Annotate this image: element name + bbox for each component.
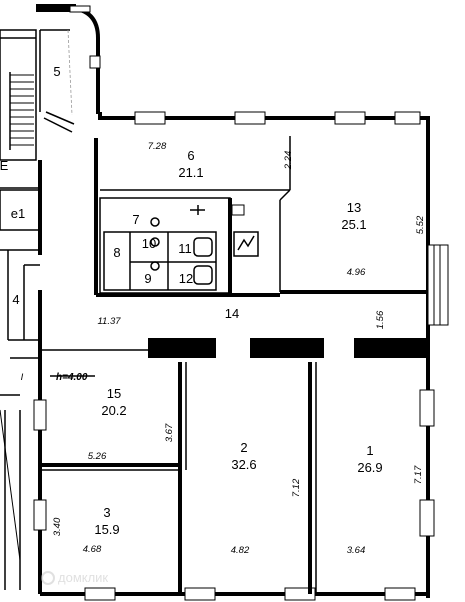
dim-3-67: 3.67: [164, 423, 175, 442]
interior-walls: [94, 136, 428, 297]
room-15-area: 20.2: [101, 403, 126, 418]
room-13-area: 25.1: [341, 217, 366, 232]
dim-7-28: 7.28: [148, 141, 167, 152]
room-14-number: 14: [225, 306, 239, 321]
room-4-number: 4: [12, 292, 19, 307]
exterior-walls: [33, 111, 449, 601]
west-rooms: [0, 160, 42, 590]
room-6-number: 6: [187, 148, 194, 163]
room-6-area: 21.1: [178, 165, 203, 180]
room-9-number: 9: [144, 271, 151, 286]
dim-4-68: 4.68: [83, 544, 102, 555]
room-2-number: 2: [240, 440, 247, 455]
room-5-number: 5: [53, 64, 60, 79]
room-3-area: 15.9: [94, 522, 119, 537]
dim-2-24: 2.24: [283, 151, 294, 171]
dim-4-82: 4.82: [231, 545, 250, 556]
dim-7-12: 7.12: [291, 478, 302, 497]
room-1-area: 26.9: [357, 460, 382, 475]
edge-label-e: E: [0, 158, 9, 173]
south-rooms: [40, 338, 428, 594]
dim-4-96: 4.96: [347, 267, 366, 278]
room-labels: 1 26.9 2 32.6 3 15.9 4 5 6 21.1 7 8 9 10…: [11, 64, 383, 537]
watermark: домклик: [41, 570, 108, 585]
north-wall: [36, 4, 101, 133]
dim-5-26: 5.26: [88, 451, 107, 462]
dim-3-40: 3.40: [52, 517, 63, 536]
room-2-area: 32.6: [231, 457, 256, 472]
room-13-number: 13: [347, 200, 361, 215]
watermark-logo-icon: [41, 571, 55, 585]
room-12-number: 12: [179, 271, 193, 286]
room-10-number: 10: [142, 236, 156, 251]
dim-3-64: 3.64: [347, 545, 366, 556]
dim-1-56: 1.56: [375, 310, 386, 329]
room-e1-number: e1: [11, 206, 25, 221]
staircase: [0, 29, 37, 161]
room-3-number: 3: [103, 505, 110, 520]
room-11-number: 11: [178, 241, 192, 256]
room-1-number: 1: [366, 443, 373, 458]
ceiling-height-note: h=4.00: [56, 372, 88, 383]
room-15-number: 15: [107, 386, 121, 401]
dimension-labels: 7.28 2.24 5.52 4.96 11.37 1.56 3.67 5.26…: [52, 141, 426, 556]
edge-label-i: I: [21, 372, 24, 383]
watermark-text: домклик: [58, 570, 108, 585]
room-7-number: 7: [132, 212, 139, 227]
dim-11-37: 11.37: [97, 316, 121, 327]
dim-5-52: 5.52: [415, 215, 426, 234]
room-8-number: 8: [113, 245, 120, 260]
dim-7-17: 7.17: [413, 465, 424, 484]
